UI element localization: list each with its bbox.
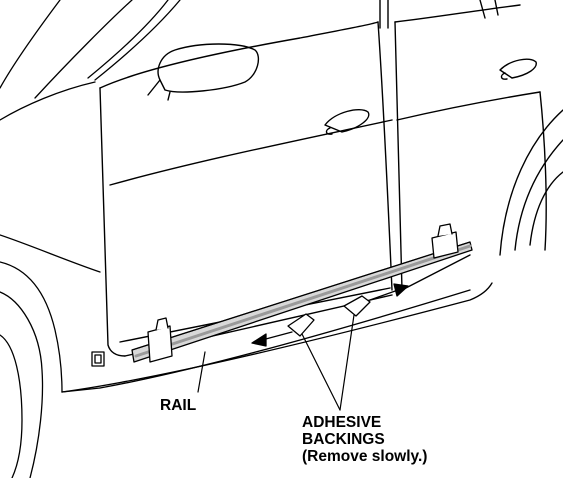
front-fender-outline <box>0 234 101 478</box>
rail-label: RAIL <box>160 397 196 414</box>
door-handle <box>324 58 537 135</box>
adhesive-label-line1: ADHESIVE <box>302 414 382 431</box>
adhesive-backings-label: ADHESIVE BACKINGS (Remove slowly.) <box>302 414 427 465</box>
rear-wheel-outline <box>499 109 563 256</box>
adhesive-label-line3: (Remove slowly.) <box>302 448 428 465</box>
rear-door-outline <box>394 0 547 291</box>
rocker-panel <box>61 282 493 393</box>
direction-arrow <box>251 283 409 347</box>
front-door-outline <box>99 0 393 357</box>
side-mirror <box>147 43 260 101</box>
adhesive-tab <box>287 295 371 337</box>
side-marker <box>91 351 105 367</box>
rail-strip <box>131 241 473 363</box>
windshield-outline <box>0 0 181 121</box>
adhesive-label-line2: BACKINGS <box>302 431 385 448</box>
mounting-clip <box>147 223 459 363</box>
leader-lines <box>197 314 355 411</box>
rail-label-text: RAIL <box>160 397 197 414</box>
